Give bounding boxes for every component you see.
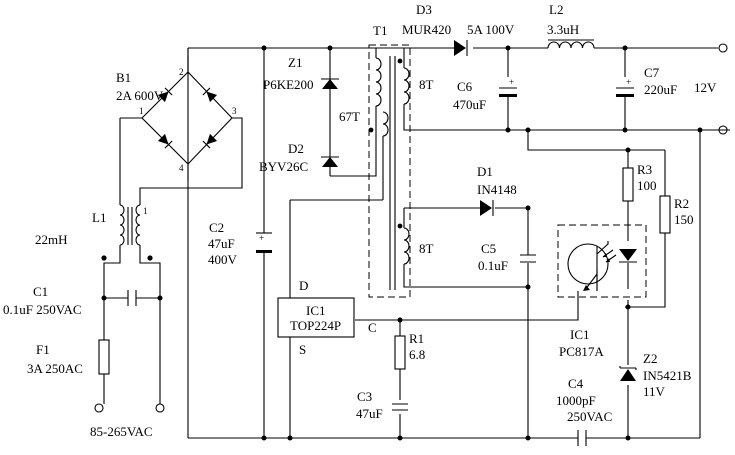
b1-value: 2A 600V	[116, 88, 164, 103]
t1-sec1-turns: 8T	[419, 77, 434, 92]
f1-value: 3A 250AC	[27, 361, 83, 376]
input-terminal-n	[155, 403, 165, 413]
input-voltage-label: 85-265VAC	[90, 424, 153, 439]
d3-rating: 5A 100V	[467, 22, 515, 37]
inductor-l2	[547, 39, 595, 49]
bridge-pin-3: 3	[232, 106, 237, 116]
c2-voltage: 400V	[208, 252, 238, 267]
zener-diode-z2	[619, 366, 637, 381]
bridge-rectifier-b1: 1 2 3 4	[139, 67, 237, 173]
c2-value: 47uF	[208, 236, 235, 251]
ic1-pin-c: C	[368, 320, 377, 335]
ic1-pin-d: D	[299, 278, 308, 293]
t1-aux-turns: 8T	[419, 241, 434, 256]
z2-ref: Z2	[643, 351, 657, 366]
r2-value: 150	[674, 212, 694, 227]
c6-value: 470uF	[453, 97, 486, 112]
svg-text:+: +	[509, 77, 514, 87]
l2-ref: L2	[549, 2, 563, 17]
optocoupler-pc817a	[557, 224, 647, 298]
l1-pin-1: 1	[143, 206, 148, 216]
output-terminal-minus	[718, 125, 728, 135]
c3-value: 47uF	[356, 406, 383, 421]
opto-ref: IC1	[570, 327, 590, 342]
f1-ref: F1	[36, 342, 50, 357]
l1-value: 22mH	[35, 232, 68, 247]
d2-value: BYV26C	[259, 159, 308, 174]
c6-ref: C6	[457, 79, 473, 94]
b1-ref: B1	[116, 70, 131, 85]
capacitor-c6: +	[499, 77, 517, 97]
ic1-ref: IC1	[306, 303, 326, 318]
resistor-r1	[394, 335, 406, 370]
output-terminal-plus	[718, 43, 728, 53]
r1-ref: R1	[409, 331, 424, 346]
l2-value: 3.3uH	[547, 22, 579, 37]
z1-value: P6KE200	[263, 77, 314, 92]
c3-ref: C3	[357, 389, 372, 404]
capacitor-c1	[127, 290, 137, 306]
junction-dots	[101, 45, 703, 441]
svg-text:+: +	[626, 77, 631, 87]
d2-ref: D2	[288, 141, 304, 156]
c1-value: 0.1uF 250VAC	[3, 302, 82, 317]
d3-value: MUR420	[402, 22, 451, 37]
c7-ref: C7	[644, 65, 660, 80]
capacitor-c4	[577, 430, 587, 446]
capacitor-c7: +	[616, 77, 634, 97]
t1-primary-turns: 67T	[339, 109, 360, 124]
capacitor-c3	[392, 403, 408, 411]
r3-value: 100	[637, 178, 657, 193]
t1-ref: T1	[373, 23, 387, 38]
c7-value: 220uF	[644, 82, 677, 97]
opto-value: PC817A	[559, 344, 604, 359]
bridge-pin-2: 2	[179, 67, 184, 77]
input-terminal-l	[94, 403, 104, 413]
diode-d1	[480, 200, 494, 216]
r2-ref: R2	[674, 196, 689, 211]
c2-ref: C2	[209, 220, 224, 235]
c4-voltage: 250VAC	[567, 409, 612, 424]
ic1-value: TOP224P	[290, 318, 341, 333]
bridge-pin-4: 4	[179, 163, 184, 173]
c4-value: 1000pF	[556, 393, 596, 408]
z1-ref: Z1	[288, 55, 302, 70]
resistor-r3	[622, 167, 634, 202]
r3-ref: R3	[637, 162, 652, 177]
ic1-pin-s: S	[299, 342, 306, 357]
d3-ref: D3	[416, 2, 432, 17]
c5-value: 0.1uF	[478, 258, 508, 273]
wires	[103, 47, 730, 439]
output-voltage-label: 12V	[694, 80, 717, 95]
svg-text:+: +	[259, 233, 264, 243]
r1-value: 6.8	[409, 347, 425, 362]
capacitor-c2: +	[256, 232, 272, 253]
c5-ref: C5	[481, 241, 496, 256]
bridge-pin-1: 1	[139, 106, 144, 116]
ic-top224p	[277, 297, 355, 338]
resistor-r2	[659, 195, 671, 234]
tvs-diode-z1	[321, 78, 339, 89]
fuse-f1	[98, 339, 110, 375]
diode-d2	[321, 156, 339, 167]
z2-value: IN5421B	[643, 368, 692, 383]
d1-value: IN4148	[477, 182, 517, 197]
d1-ref: D1	[477, 164, 493, 179]
l1-ref: L1	[92, 210, 106, 225]
diode-d3	[454, 40, 468, 56]
c4-ref: C4	[568, 376, 584, 391]
c1-ref: C1	[33, 284, 48, 299]
transformer-t1	[368, 44, 411, 298]
capacitor-c5	[520, 254, 536, 263]
common-mode-choke-l1: 1	[101, 204, 153, 261]
z2-voltage: 11V	[643, 384, 666, 399]
